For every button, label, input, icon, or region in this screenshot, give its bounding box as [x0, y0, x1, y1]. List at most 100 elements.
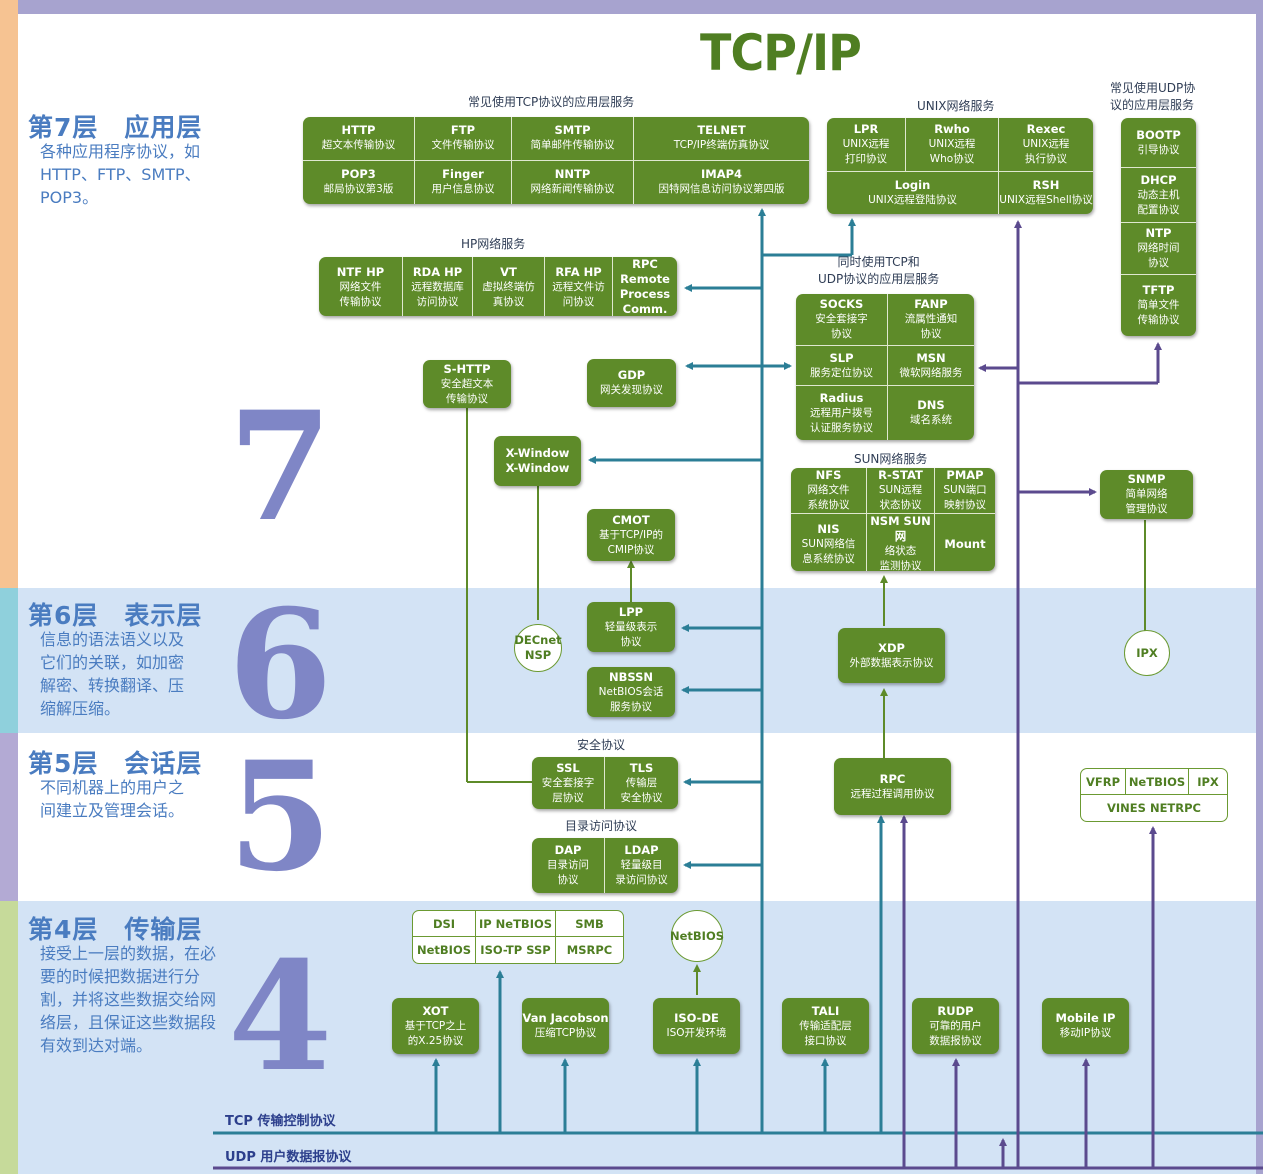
netbios-node: NetBIOS	[670, 910, 724, 962]
vines-group: VFRP NeTBIOS IPX VINES NETRPC	[1080, 768, 1228, 822]
layer5-title: 第5层 会话层	[28, 749, 203, 778]
layer5-desc: 不同机器上的用户之 间建立及管理会话。	[40, 778, 185, 820]
vines-netrpc-protocol: VINES NETRPC	[1107, 801, 1201, 815]
smb-protocol: SMB	[556, 911, 623, 937]
layer6-desc: 信息的语法语义以及 它们的关联，如加密 解密、转换翻译、压 缩解压缩。	[40, 630, 185, 718]
right-frame-bar	[1256, 0, 1263, 1174]
netbios-protocol: NetBIOS	[413, 937, 476, 963]
ipx-vines-protocol: IPX	[1189, 769, 1227, 795]
mount-protocol: Mount	[944, 536, 986, 551]
directory-caption: 目录访问协议	[565, 819, 638, 833]
layer6-number: 6	[228, 577, 333, 753]
layer4-desc: 接受上一层的数据，在必 要的时候把数据进行分 割，并将这些数据交给网 络层，且保…	[40, 944, 217, 1055]
ip-netbios-protocol: IP NeTBIOS	[476, 911, 556, 937]
layer7-number: 7	[228, 379, 333, 555]
unix-services-caption: UNIX网络服务	[917, 99, 995, 113]
sun-services-caption: SUN网络服务	[854, 452, 928, 466]
layer7-strip	[0, 0, 18, 588]
udp-services-caption: 常见使用UDP协 议的应用层服务	[1110, 81, 1196, 112]
tcp-bus-label: TCP 传输控制协议	[225, 1114, 336, 1129]
vfrp-protocol: VFRP	[1081, 769, 1126, 795]
layer6-strip	[0, 588, 18, 733]
both-services-caption: 同时使用TCP和 UDP协议的应用层服务	[818, 255, 940, 286]
iso-tp-ssp-protocol: ISO-TP SSP	[476, 937, 556, 963]
netbios-vines-protocol: NeTBIOS	[1126, 769, 1189, 795]
netbios-group: DSI IP NeTBIOS SMB NetBIOS ISO-TP SSP MS…	[412, 910, 624, 964]
layer6-title: 第6层 表示层	[28, 601, 203, 630]
layer5-number: 5	[228, 729, 333, 905]
decnet-nsp-node: DECnet NSP	[514, 624, 562, 672]
top-frame-bar	[0, 0, 1263, 14]
security-caption: 安全协议	[577, 738, 626, 752]
hp-services-caption: HP网络服务	[461, 237, 526, 251]
diagram-title: TCP/IP	[700, 24, 862, 82]
layer7-desc: 各种应用程序协议，如 HTTP、FTP、SMTP、 POP3。	[40, 142, 201, 207]
layer7-title: 第7层 应用层	[28, 113, 203, 142]
layer4-title: 第4层 传输层	[28, 915, 203, 944]
ipx-node: IPX	[1124, 630, 1170, 676]
layer4-strip	[0, 901, 18, 1174]
layer5-strip	[0, 733, 18, 901]
tcp-services-caption: 常见使用TCP协议的应用层服务	[468, 95, 635, 109]
layer4-number: 4	[228, 929, 333, 1105]
nsm-protocol: NSM SUN网络状态 监测协议	[867, 514, 935, 571]
msrpc-protocol: MSRPC	[566, 943, 613, 957]
